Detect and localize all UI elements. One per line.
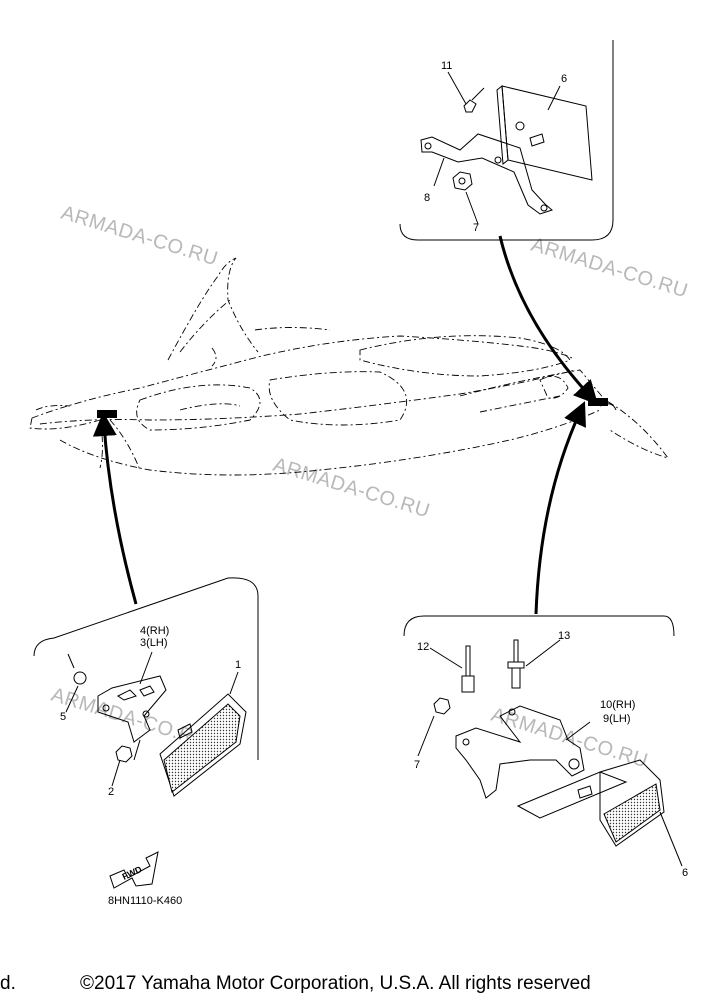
callout-label: 7: [414, 759, 420, 771]
arrow-top-detail: [498, 235, 599, 405]
detail-left: 4(RH) 3(LH) 1 5 2 FWD 8HN1110-K460: [33, 577, 259, 907]
callout-label: 3(LH): [140, 637, 168, 649]
rivet-pin: [471, 87, 485, 101]
reflector: [516, 771, 628, 819]
bracket: [420, 133, 553, 215]
callout-label: 12: [417, 641, 429, 653]
reference-code: 8HN1110-K460: [108, 895, 182, 907]
bracket: [97, 675, 167, 743]
bracket-hole: [462, 738, 470, 746]
bracket-hole: [540, 204, 548, 212]
bracket-hole: [508, 708, 516, 716]
copyright-left-fragment: d.: [0, 973, 16, 994]
reflector-plate-edge: [496, 85, 509, 165]
connector-arrows: [92, 235, 599, 615]
arrow-left-detail: [92, 412, 138, 605]
bracket-hole: [568, 758, 580, 770]
detail-frame: [403, 615, 675, 637]
callout-label: 9(LH): [603, 713, 631, 725]
snowmobile-outline: [29, 257, 670, 476]
callout-label: 6: [561, 73, 567, 85]
watermark: ARMADA-CO.RU: [529, 234, 691, 303]
callout-label: 5: [60, 711, 66, 723]
reflector-lens: [163, 703, 241, 793]
watermark: ARMADA-CO.RU: [271, 454, 433, 523]
stud-hole: [515, 121, 525, 131]
callout-label: 1: [235, 659, 241, 671]
callout-label: 2: [108, 786, 114, 798]
callout-label: 13: [558, 630, 570, 642]
copyright-text: ©2017 Yamaha Motor Corporation, U.S.A. A…: [80, 973, 591, 994]
copyright-notice: d. ©2017 Yamaha Motor Corporation, U.S.A…: [0, 968, 703, 1000]
bracket-hole: [424, 142, 432, 150]
rivet: [463, 99, 477, 113]
callout-label: 4(RH): [140, 625, 169, 637]
rivet: [465, 645, 471, 677]
watermark: ARMADA-CO.RU: [59, 202, 221, 271]
reflector-body: [599, 759, 665, 847]
stud: [529, 133, 545, 147]
arrow-right-detail: [534, 401, 586, 615]
reflector-plate: [501, 85, 593, 181]
detail-top: 11 6 8 7: [399, 40, 614, 241]
detail-right: 12 13 10(RH) 9(LH) 7 6: [403, 615, 688, 879]
detail-frame: [33, 577, 259, 760]
bracket-hole: [142, 710, 150, 718]
nut: [115, 745, 133, 763]
callout-label: 7: [473, 222, 479, 234]
front-reflector-location: [97, 410, 117, 418]
watermarks: ARMADA-CO.RU ARMADA-CO.RU ARMADA-CO.RU A…: [49, 202, 691, 773]
bracket: [455, 705, 585, 799]
bracket-hole: [494, 156, 502, 164]
detail-frame: [399, 40, 614, 241]
callout-label: 8: [424, 192, 430, 204]
rivet: [513, 639, 519, 663]
nut: [452, 171, 473, 191]
callout-label: 10(RH): [600, 699, 635, 711]
nut: [433, 697, 451, 715]
callout-label: 6: [682, 867, 688, 879]
fwd-arrow-icon: FWD: [109, 851, 159, 889]
callout-label: 11: [441, 60, 452, 72]
nut-hole: [458, 177, 466, 185]
rivet: [73, 671, 87, 685]
reflector-lens: [603, 783, 661, 843]
bracket-hole: [102, 704, 110, 712]
rear-reflector-location: [588, 398, 608, 406]
